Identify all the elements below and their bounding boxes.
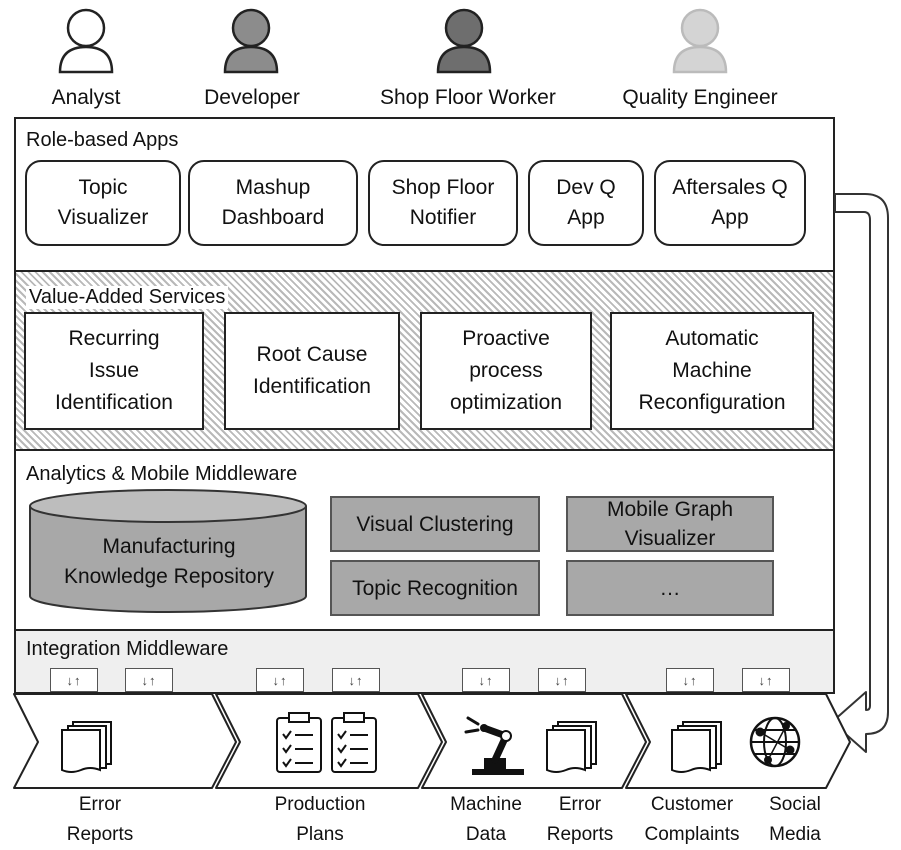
service-automatic-machine-reconfiguration: Automatic Machine Reconfiguration <box>610 312 814 430</box>
connector-port: ↓↑ <box>538 668 586 692</box>
source-label-production-plans: Production Plans <box>274 794 366 845</box>
tool-topic-recognition: Topic Recognition <box>330 560 540 616</box>
tool-visual-clustering: Visual Clustering <box>330 496 540 552</box>
source-label-machine-data: Machine Data <box>450 794 522 845</box>
app-mashup-dashboard: Mashup Dashboard <box>188 160 358 246</box>
chevron-segment <box>625 693 851 789</box>
connector-port: ↓↑ <box>666 668 714 692</box>
connector-port: ↓↑ <box>125 668 173 692</box>
chevron-segment <box>215 693 443 789</box>
role-figures <box>58 8 728 74</box>
connector-port: ↓↑ <box>256 668 304 692</box>
robot-arm-icon <box>464 716 524 775</box>
services-layer-title: Value-Added Services <box>26 286 229 309</box>
app-topic-visualizer: Topic Visualizer <box>25 160 181 246</box>
source-label-customer-complaints: Customer Complaints <box>644 794 740 845</box>
tool-mobile-graph-visualizer: Mobile Graph Visualizer <box>566 496 774 552</box>
database-cylinder-icon <box>29 489 307 613</box>
shop-floor-worker-figure-icon <box>436 8 492 74</box>
checklist-icon <box>276 712 322 773</box>
checklist-icon <box>331 712 377 773</box>
tool-more-placeholder: … <box>566 560 774 616</box>
service-recurring-issue-identification: Recurring Issue Identification <box>24 312 204 430</box>
feedback-arrow-icon <box>831 193 889 753</box>
manufacturing-knowledge-repository-label: Manufacturing Knowledge Repository <box>63 535 275 588</box>
connector-port: ↓↑ <box>742 668 790 692</box>
apps-layer-title: Role-based Apps <box>26 129 179 151</box>
role-label-quality-engineer: Quality Engineer <box>622 86 778 109</box>
connector-port: ↓↑ <box>462 668 510 692</box>
role-label-developer: Developer <box>204 86 300 109</box>
app-aftersales-q: Aftersales Q App <box>654 160 806 246</box>
chevron-segment <box>13 693 237 789</box>
service-root-cause-identification: Root Cause Identification <box>224 312 400 430</box>
role-label-shop-floor-worker: Shop Floor Worker <box>380 86 556 109</box>
quality-engineer-figure-icon <box>672 8 728 74</box>
data-source-bar <box>13 693 851 789</box>
developer-figure-icon <box>223 8 279 74</box>
connector-port: ↓↑ <box>332 668 380 692</box>
service-proactive-process-optimization: Proactive process optimization <box>420 312 592 430</box>
source-label-social-media: Social Media <box>769 794 821 845</box>
integration-layer-title: Integration Middleware <box>26 638 229 660</box>
source-label-error-reports: Error Reports <box>66 794 134 845</box>
documents-icon <box>671 721 722 773</box>
documents-icon <box>61 721 112 773</box>
globe-icon <box>749 716 801 768</box>
app-dev-q: Dev Q App <box>528 160 644 246</box>
app-shop-floor-notifier: Shop Floor Notifier <box>368 160 518 246</box>
analytics-layer-title: Analytics & Mobile Middleware <box>26 463 298 485</box>
source-label-error-reports-2: Error Reports <box>546 794 614 845</box>
analyst-figure-icon <box>58 8 114 74</box>
role-label-analyst: Analyst <box>51 86 121 109</box>
documents-icon <box>546 721 597 773</box>
connector-port: ↓↑ <box>50 668 98 692</box>
chevron-segment <box>421 693 647 789</box>
